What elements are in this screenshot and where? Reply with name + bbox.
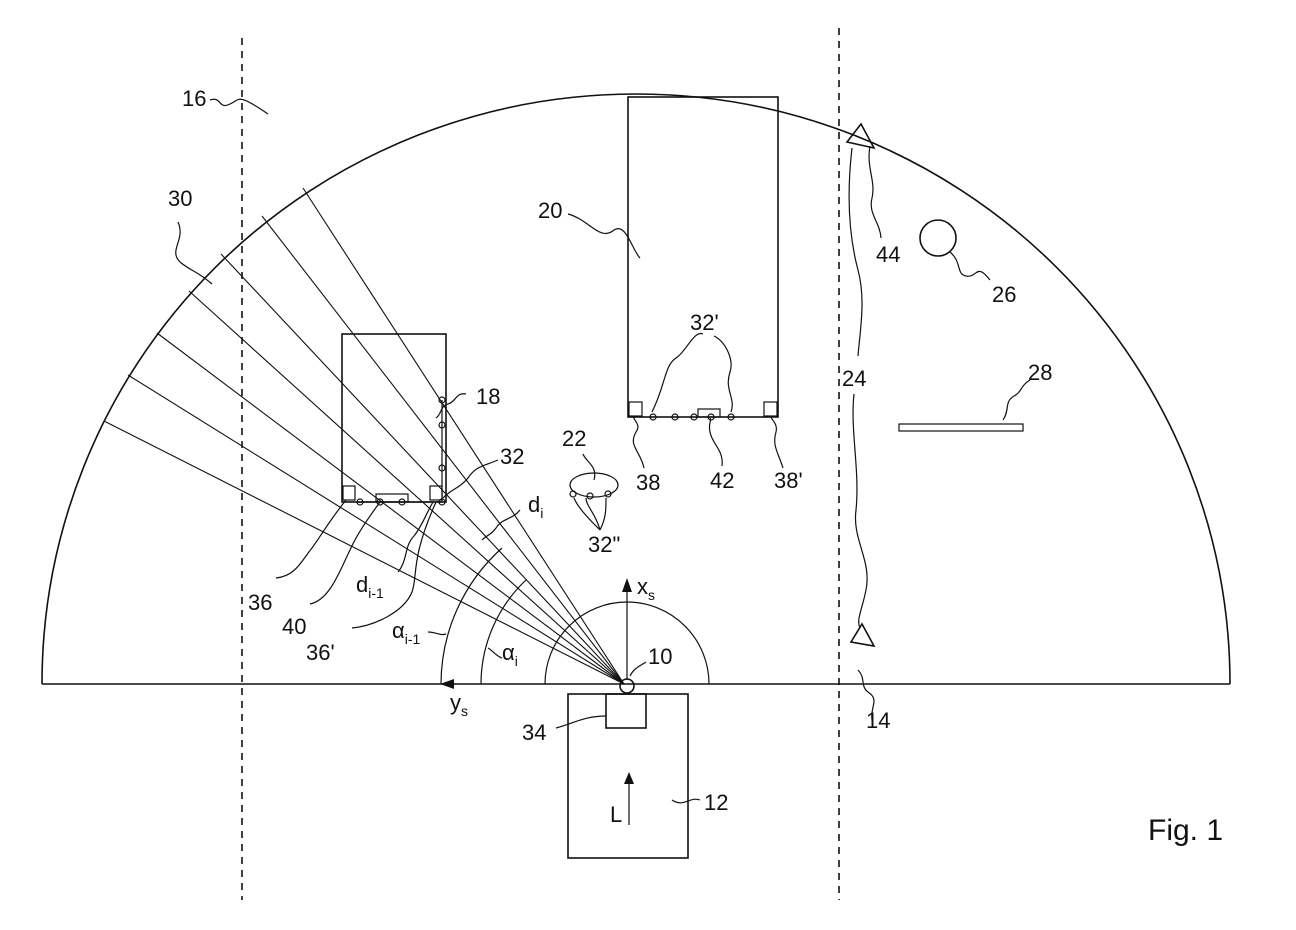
- sensor-10: [620, 679, 634, 693]
- scan-rays: [104, 188, 624, 684]
- leader-42: [709, 418, 722, 466]
- scan-ray: [157, 333, 624, 684]
- object-28: [899, 424, 1023, 431]
- corner-marker-36: [343, 486, 355, 500]
- leader-32-prime-a: [652, 334, 703, 412]
- object-26: [920, 220, 956, 256]
- direction-arrowhead: [624, 772, 634, 784]
- marker-44-bottom: [851, 624, 874, 646]
- leader-alpha-i: [488, 648, 502, 658]
- label-10: 10: [648, 644, 672, 669]
- label-26: 26: [992, 282, 1016, 307]
- corner-marker-38: [629, 402, 642, 416]
- label-L: L: [610, 802, 622, 827]
- xs-arrowhead: [622, 578, 632, 592]
- label-36: 36: [248, 590, 272, 615]
- leader-lines: [176, 99, 1030, 803]
- label-32: 32: [500, 444, 524, 469]
- figure-caption: Fig. 1: [1148, 814, 1223, 847]
- leader-16: [210, 99, 268, 114]
- leader-alpha-i-1: [428, 632, 446, 635]
- label-36-prime: 36': [306, 640, 335, 665]
- leader-28: [1003, 380, 1030, 420]
- label-20: 20: [538, 198, 562, 223]
- label-34: 34: [522, 720, 546, 745]
- label-di: di: [528, 492, 543, 521]
- label-16: 16: [182, 86, 206, 111]
- label-12: 12: [704, 790, 728, 815]
- object-20-box: [628, 97, 778, 417]
- label-24: 24: [842, 366, 866, 391]
- label-38: 38: [636, 470, 660, 495]
- leader-44: [869, 146, 881, 238]
- leader-32-double-prime: [574, 498, 606, 530]
- label-40: 40: [282, 614, 306, 639]
- ys-arrowhead: [440, 679, 454, 689]
- leader-34: [556, 716, 606, 728]
- leader-32: [443, 460, 498, 498]
- label-38-prime: 38': [774, 468, 803, 493]
- label-42: 42: [710, 468, 734, 493]
- label-ys: ys: [450, 690, 468, 719]
- label-alpha-i-1: αi-1: [392, 618, 420, 647]
- leader-22: [583, 454, 595, 480]
- leader-24-bottom: [853, 394, 867, 628]
- label-32-double-prime: 32": [588, 532, 620, 557]
- label-14: 14: [866, 708, 890, 733]
- label-xs: xs: [637, 574, 655, 603]
- label-32-prime: 32': [690, 310, 719, 335]
- point-32-double-prime: [587, 493, 593, 499]
- marker-44-top: [847, 124, 874, 148]
- sensor-housing-34: [606, 694, 646, 728]
- label-18: 18: [476, 384, 500, 409]
- corner-marker-38-prime: [764, 402, 777, 416]
- leader-38: [633, 416, 644, 468]
- angle-arc-alpha-i: [481, 580, 526, 684]
- scan-ray: [189, 291, 624, 684]
- leader-36: [276, 500, 346, 578]
- segment-marker-42: [698, 409, 720, 417]
- point-32-double-prime: [570, 491, 576, 497]
- leader-24-top: [849, 148, 862, 356]
- leader-32-prime-b: [714, 336, 732, 412]
- detection-range-arc: [42, 94, 1230, 684]
- leader-12: [672, 799, 700, 803]
- angle-arc-alpha-i-1: [441, 548, 502, 684]
- label-30: 30: [168, 186, 192, 211]
- scan-ray: [104, 421, 624, 684]
- label-di-1: di-1: [356, 572, 384, 601]
- label-22: 22: [562, 426, 586, 451]
- label-28: 28: [1028, 360, 1052, 385]
- leader-10: [630, 662, 646, 676]
- leader-30: [176, 222, 212, 284]
- leader-20: [568, 214, 640, 258]
- scan-ray: [128, 375, 624, 684]
- leader-38-prime: [770, 416, 783, 468]
- label-alpha-i: αi: [502, 640, 518, 669]
- reference-labels: 16 30 20 32' 44 26 24 28 18 32 22 38 42 …: [168, 86, 1223, 847]
- label-44: 44: [876, 242, 900, 267]
- leader-26: [950, 252, 990, 280]
